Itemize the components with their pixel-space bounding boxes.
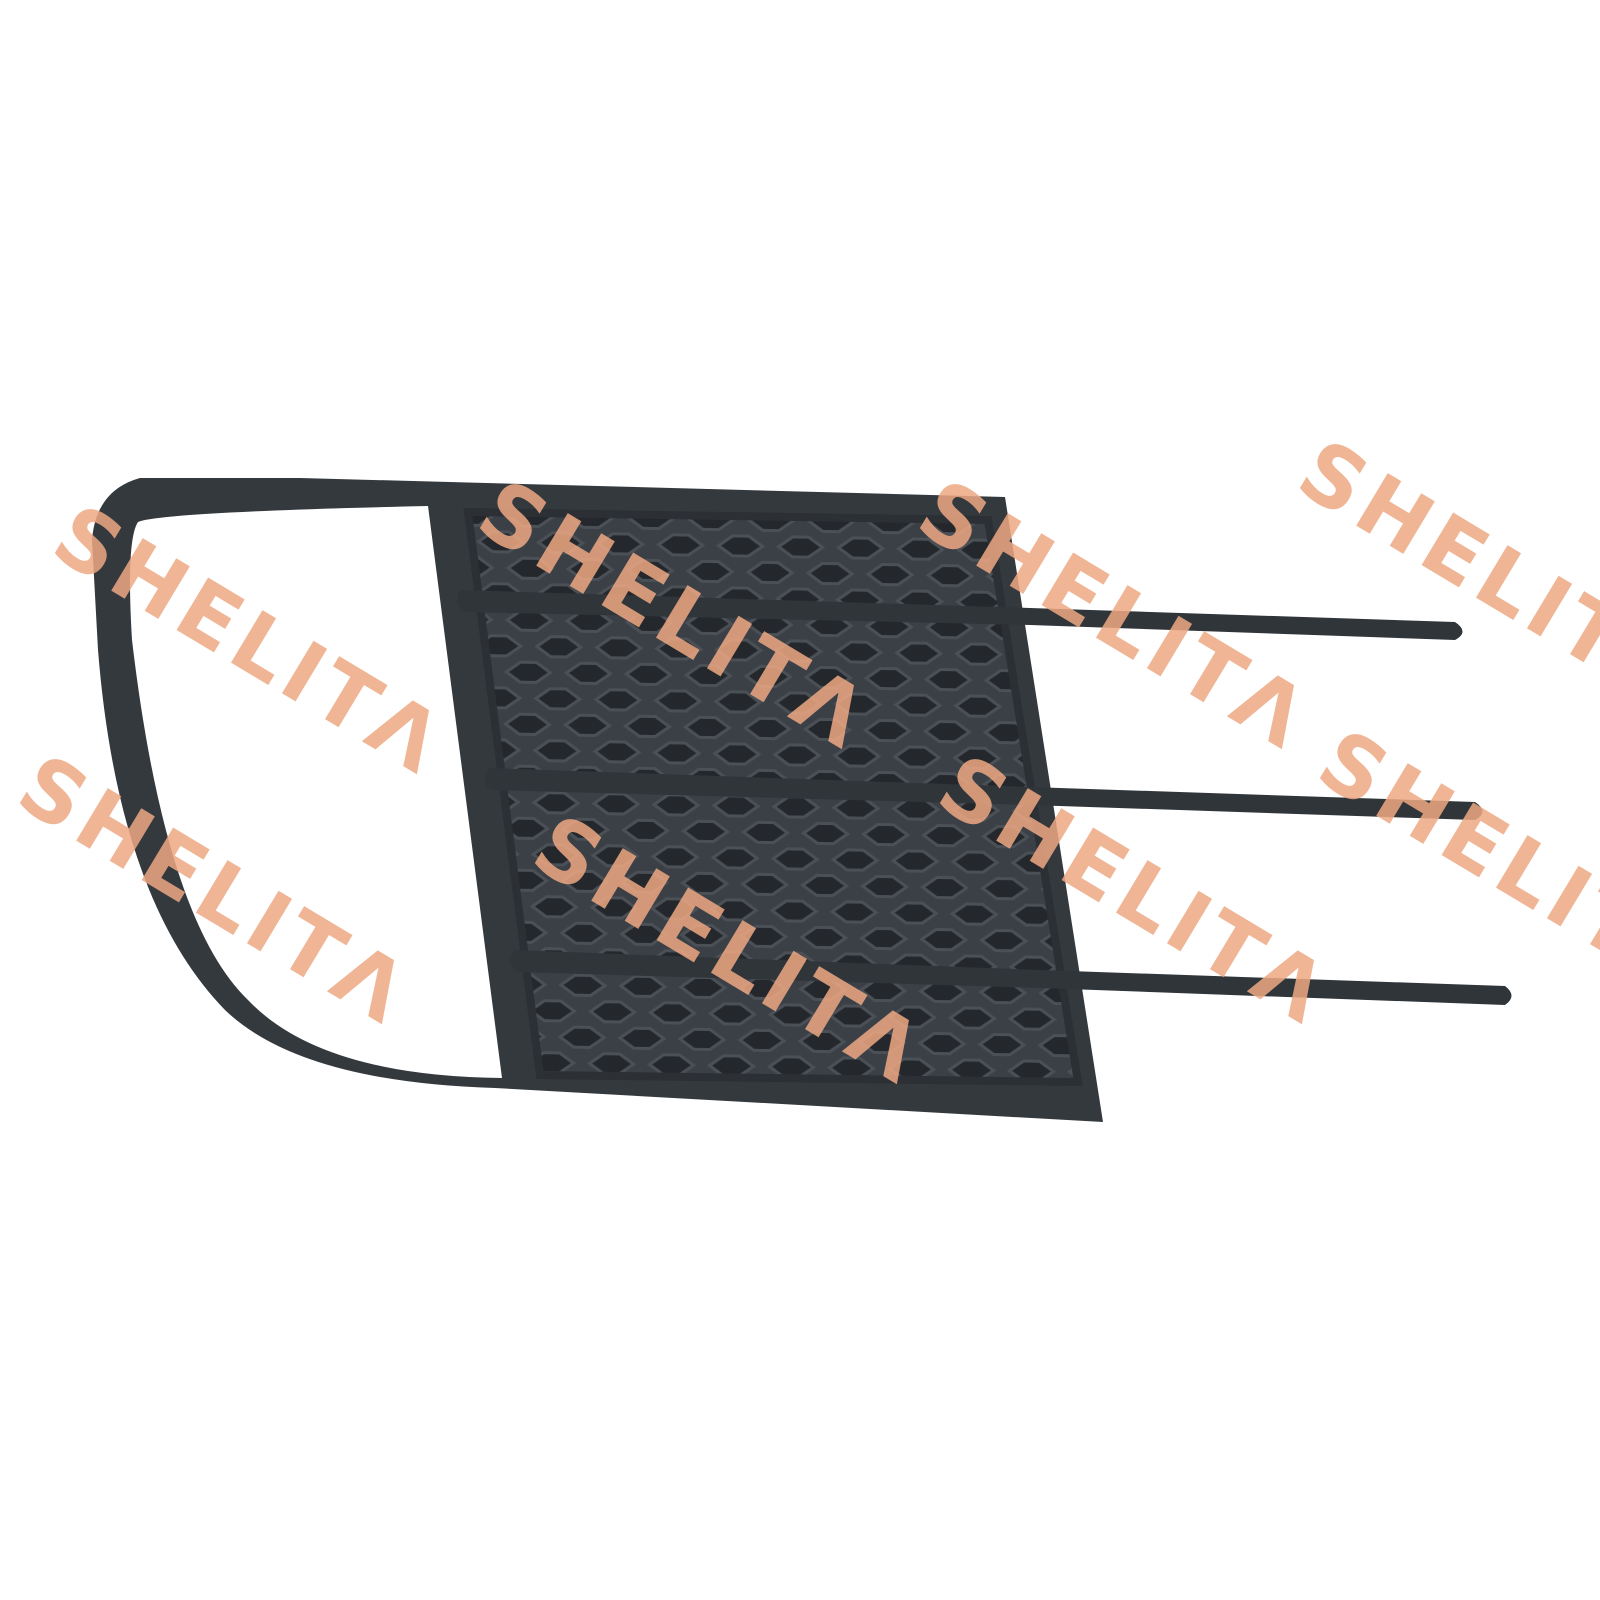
- watermark-text: SHELITΛ: [1302, 711, 1600, 1020]
- watermark-text: SHELITΛ: [1282, 421, 1600, 730]
- grille-bars: [456, 590, 1512, 1005]
- grille-bar-middle: [484, 768, 1483, 820]
- grille-bar-bottom: [510, 950, 1512, 1005]
- grille-bar-top: [456, 590, 1463, 640]
